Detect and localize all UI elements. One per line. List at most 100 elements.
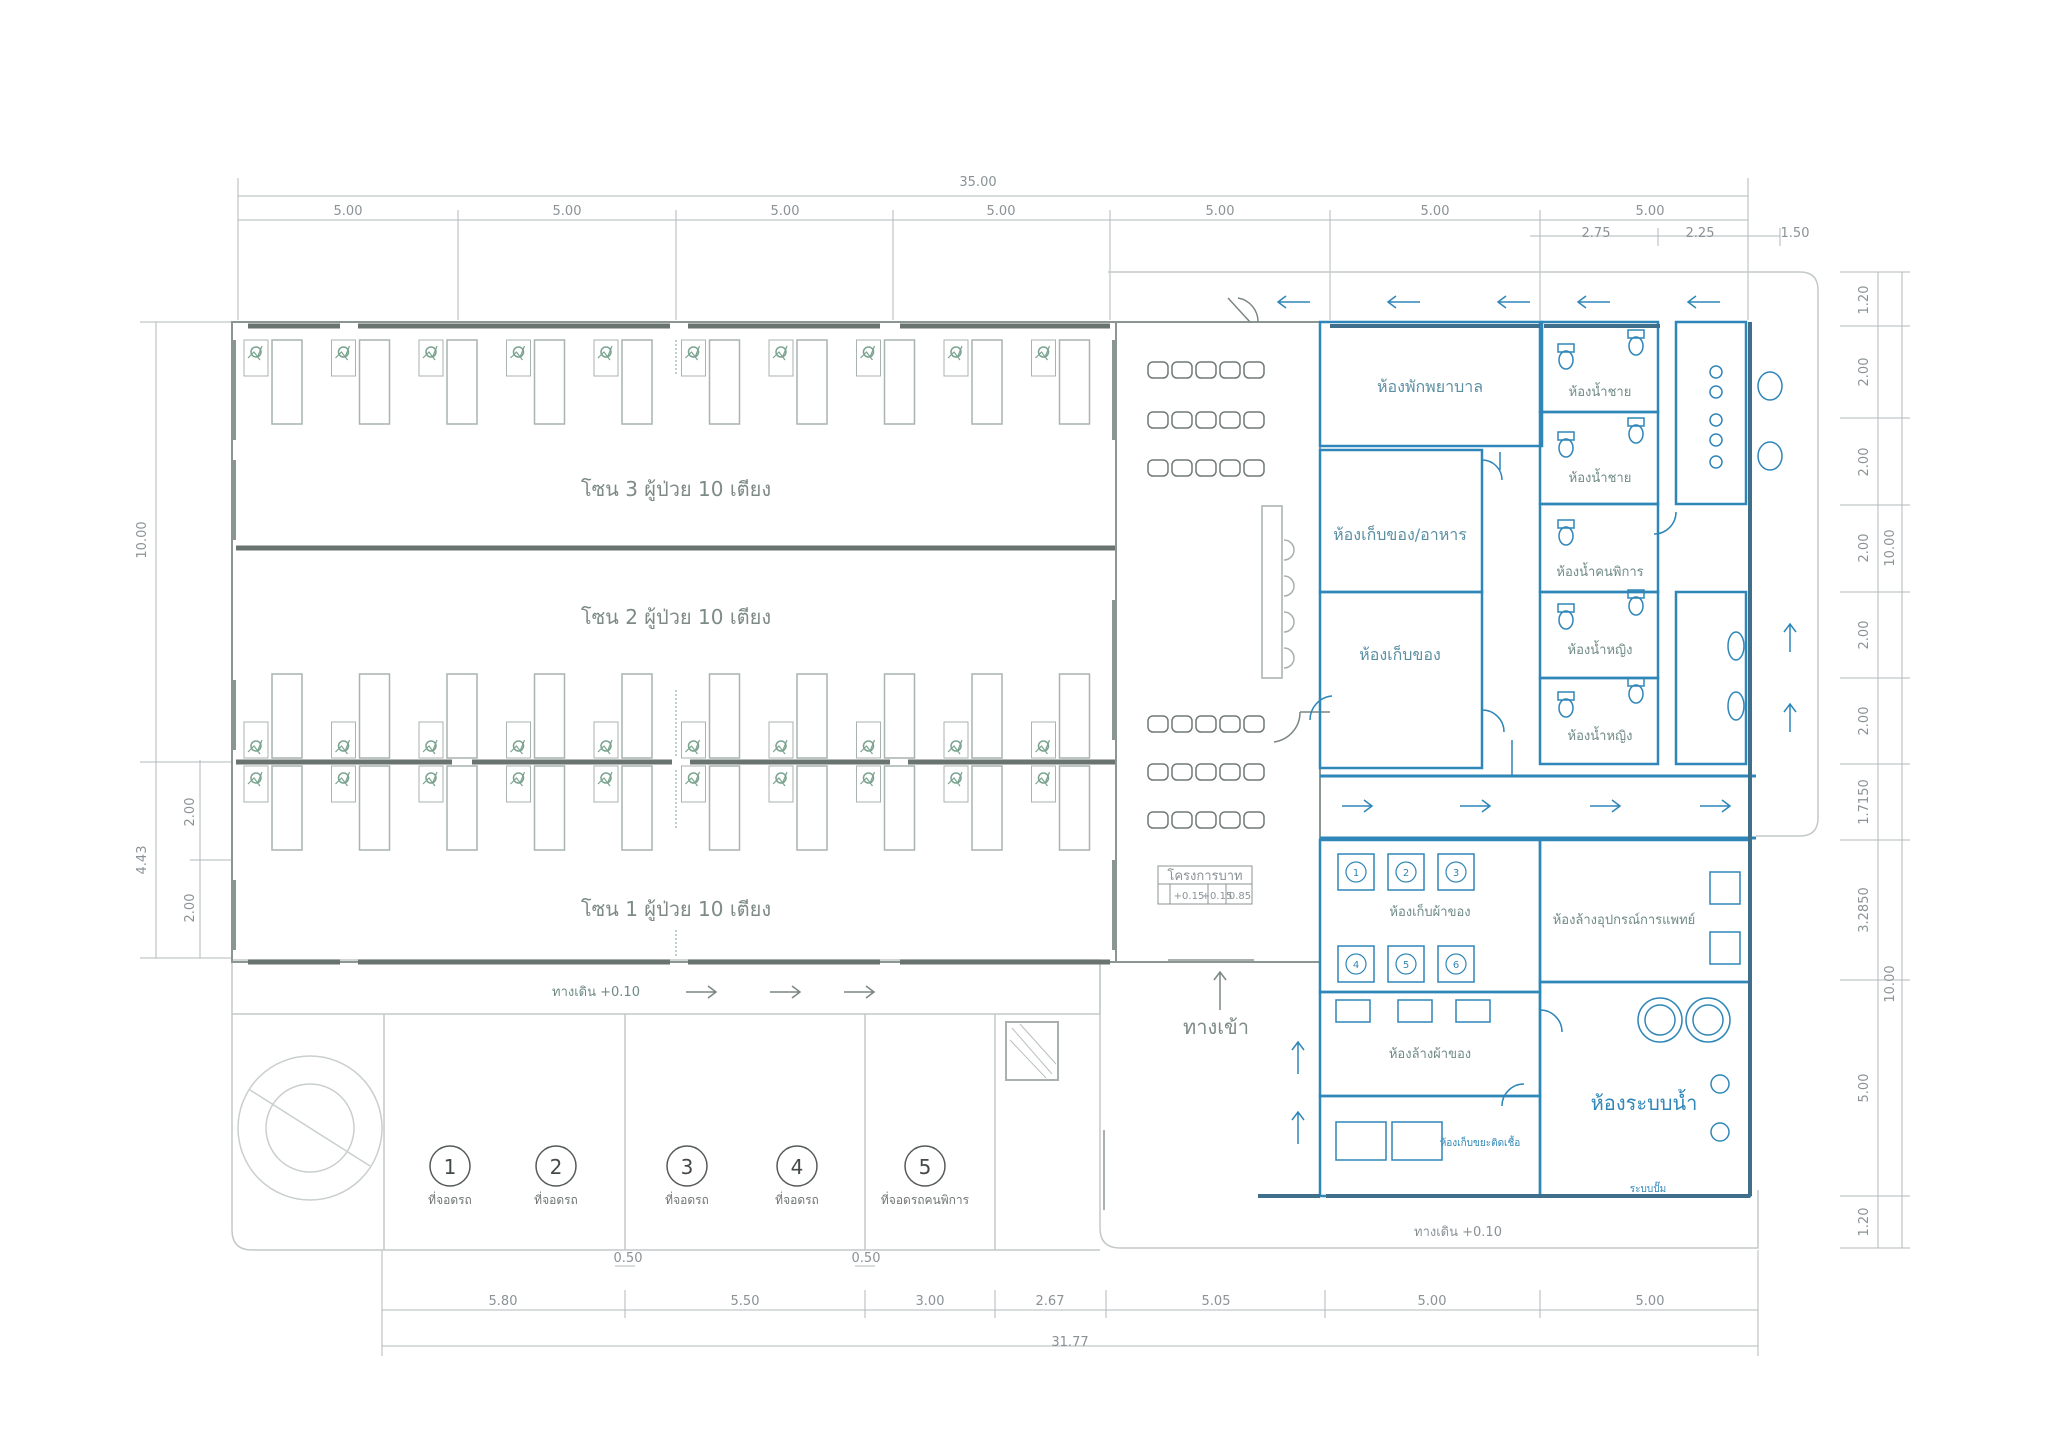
waiting-chair [1147,361,1169,379]
washer-number: 3 [1453,868,1459,879]
ward-block [231,321,1117,963]
right-dimensions [1840,271,1910,1249]
toilet-icon [1627,677,1645,704]
room-label-dish-wash: ห้องล้างผ้าของ [1389,1047,1471,1062]
left-dim: 2.00 [183,798,198,827]
ward-label-zone-3: โซน 3 ผู้ป่วย 10 เตียง [581,477,771,502]
top-sub-dim: 2.75 [1582,226,1611,241]
waiting-chair [1219,361,1241,379]
right-total-dim: 10.00 [1883,529,1898,566]
ward-partitions [236,323,1116,965]
service-outer-walls [1258,322,1752,1198]
waiting-chair [1195,361,1217,379]
bed [768,339,828,425]
parking-label: ที่จอดรถคนพิการ [881,1191,970,1207]
equipment-pad [1005,1021,1059,1081]
medical-wash-fixtures [1709,871,1741,965]
service-block [1318,320,1756,1198]
waiting-chair [1243,715,1265,733]
waiting-chair [1195,459,1217,477]
parking-spot: 4ที่จอดรถ [775,1145,819,1207]
bed [768,765,828,851]
top-sub-dim: 1.50 [1781,226,1810,241]
toilet-icon [1627,417,1645,444]
legend-cell: 0.85 [1229,891,1251,902]
bottom-mid-dim: 0.50 [614,1251,643,1266]
legend-cell: +0.15 [1174,891,1205,902]
washer-icon: 3 [1437,853,1475,891]
top-bay-dim: 5.00 [553,204,582,219]
landscape-circle [237,1055,383,1201]
waiting-chair [1195,763,1217,781]
bed-row-zone-2 [243,673,1091,759]
bed [593,765,653,851]
parking-label: ที่จอดรถ [428,1191,472,1207]
waiting-chair [1147,715,1169,733]
waiting-chair [1147,811,1169,829]
bed [593,339,653,425]
room-label-nurse: ห้องพักพยาบาล [1377,377,1483,396]
toilet-icon [1557,343,1575,370]
waiting-chair [1195,715,1217,733]
urinals [1709,365,1783,721]
wash-sinks [1335,999,1491,1023]
walkway-arrows-left [686,985,876,999]
ward-side-walls [232,340,1116,950]
room-label-wc-female: ห้องน้ำหญิง [1568,640,1633,658]
bed [1031,339,1091,425]
waiting-chair [1243,763,1265,781]
bed [593,673,653,759]
ward-label-zone-2: โซน 2 ผู้ป่วย 10 เตียง [581,605,771,630]
washer-number: 4 [1353,960,1359,971]
right-dim: 1.20 [1857,286,1872,315]
room-label-linen: ห้องเก็บผ้าของ [1389,902,1470,920]
bed-row-zone-1 [243,765,1091,851]
bed [418,765,478,851]
waiting-chair [1219,411,1241,429]
parking-number: 3 [681,1155,694,1179]
bed [681,673,741,759]
toilet-icon [1557,431,1575,458]
bed [331,339,391,425]
bed [506,673,566,759]
washer-icon: 6 [1437,945,1475,983]
right-dim: 5.00 [1857,1074,1872,1103]
bed [243,765,303,851]
top-bay-dim: 5.00 [987,204,1016,219]
left-dimensions [140,321,232,959]
right-dim: 1.7150 [1857,779,1872,825]
right-dim: 1.20 [1857,1208,1872,1237]
washer-icon: 5 [1387,945,1425,983]
washer-icon: 4 [1337,945,1375,983]
waiting-chair [1147,411,1169,429]
waiting-chair [1243,411,1265,429]
waiting-chair [1195,811,1217,829]
legend-title: โครงการบาท [1167,868,1242,884]
room-label-waste: ห้องเก็บขยะติดเชื้อ [1440,1135,1521,1149]
waste-bins [1335,1121,1443,1161]
top-dimensions [237,178,1781,320]
entry-label: ทางเข้า [1183,1015,1249,1039]
bottom-dim: 5.05 [1202,1294,1231,1309]
right-dim: 2.00 [1857,448,1872,477]
bed [856,339,916,425]
bed [418,339,478,425]
waiting-chair [1171,361,1193,379]
bed [243,339,303,425]
water-tanks [1637,997,1731,1142]
toilet-icon [1557,519,1575,546]
washer-icon: 2 [1387,853,1425,891]
room-label-medical-wash: ห้องล้างอุปกรณ์การแพทย์ [1553,912,1696,928]
washer-number: 6 [1453,960,1459,971]
bed [1031,765,1091,851]
room-label-store: ห้องเก็บของ [1359,644,1441,664]
ward-label-zone-1: โซน 1 ผู้ป่วย 10 เตียง [581,897,771,922]
bed [331,673,391,759]
right-dim: 2.00 [1857,358,1872,387]
bed [856,765,916,851]
parking-area: 1ที่จอดรถ2ที่จอดรถ3ที่จอดรถ4ที่จอดรถ5ที่… [428,1145,970,1207]
washer-icon: 1 [1337,853,1375,891]
parking-label: ที่จอดรถ [665,1191,709,1207]
left-dim: 4.43 [135,846,150,875]
waiting-chair [1171,411,1193,429]
